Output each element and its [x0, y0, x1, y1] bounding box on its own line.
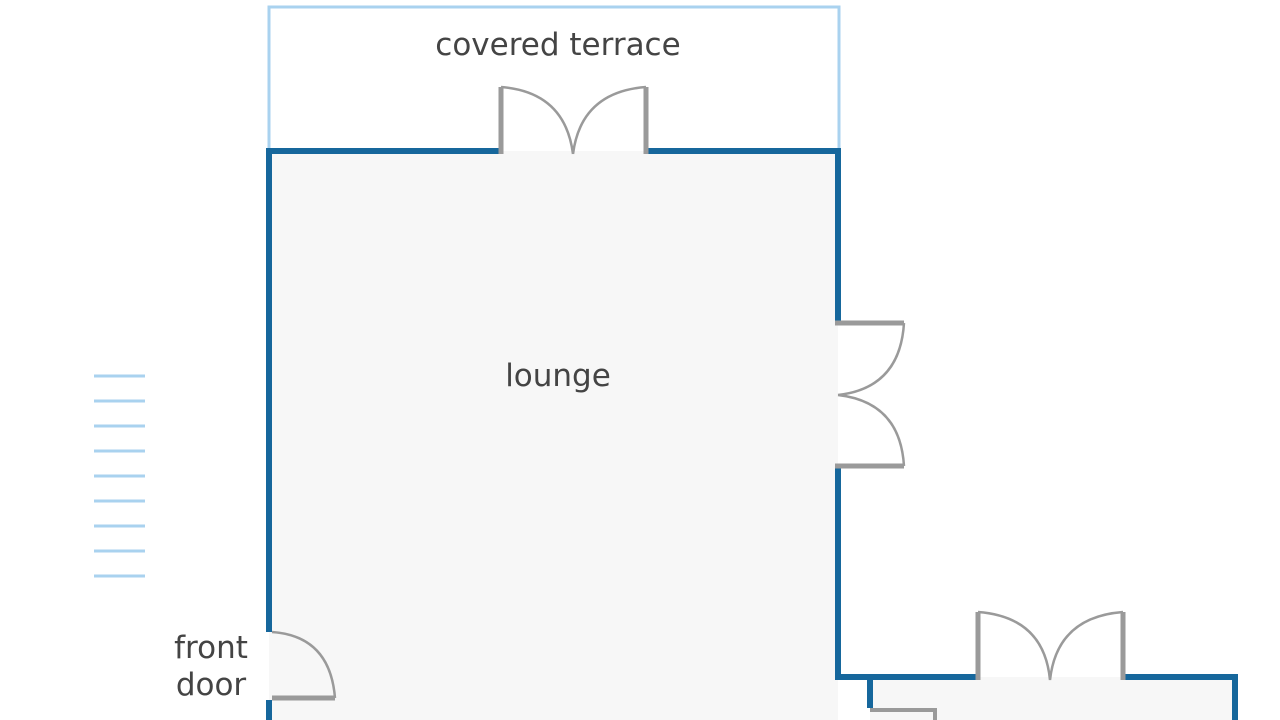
covered-terrace-label: covered terrace: [435, 27, 681, 63]
front-door-label-line1: front: [174, 630, 248, 666]
covered-terrace-outline: [267, 5, 841, 150]
terrace-double-door: [498, 85, 649, 155]
side-double-door: [835, 320, 906, 469]
lounge-label: lounge: [505, 358, 611, 394]
lower-room-door-leaf: [870, 708, 937, 720]
lounge-floor: [269, 151, 838, 720]
lower-double-door: [975, 610, 1126, 681]
walls: [266, 148, 1238, 720]
stairs: [94, 374, 145, 578]
front-door: [271, 630, 337, 701]
lower-room-floor: [870, 677, 1235, 720]
front-door-label-line2: door: [175, 667, 247, 703]
